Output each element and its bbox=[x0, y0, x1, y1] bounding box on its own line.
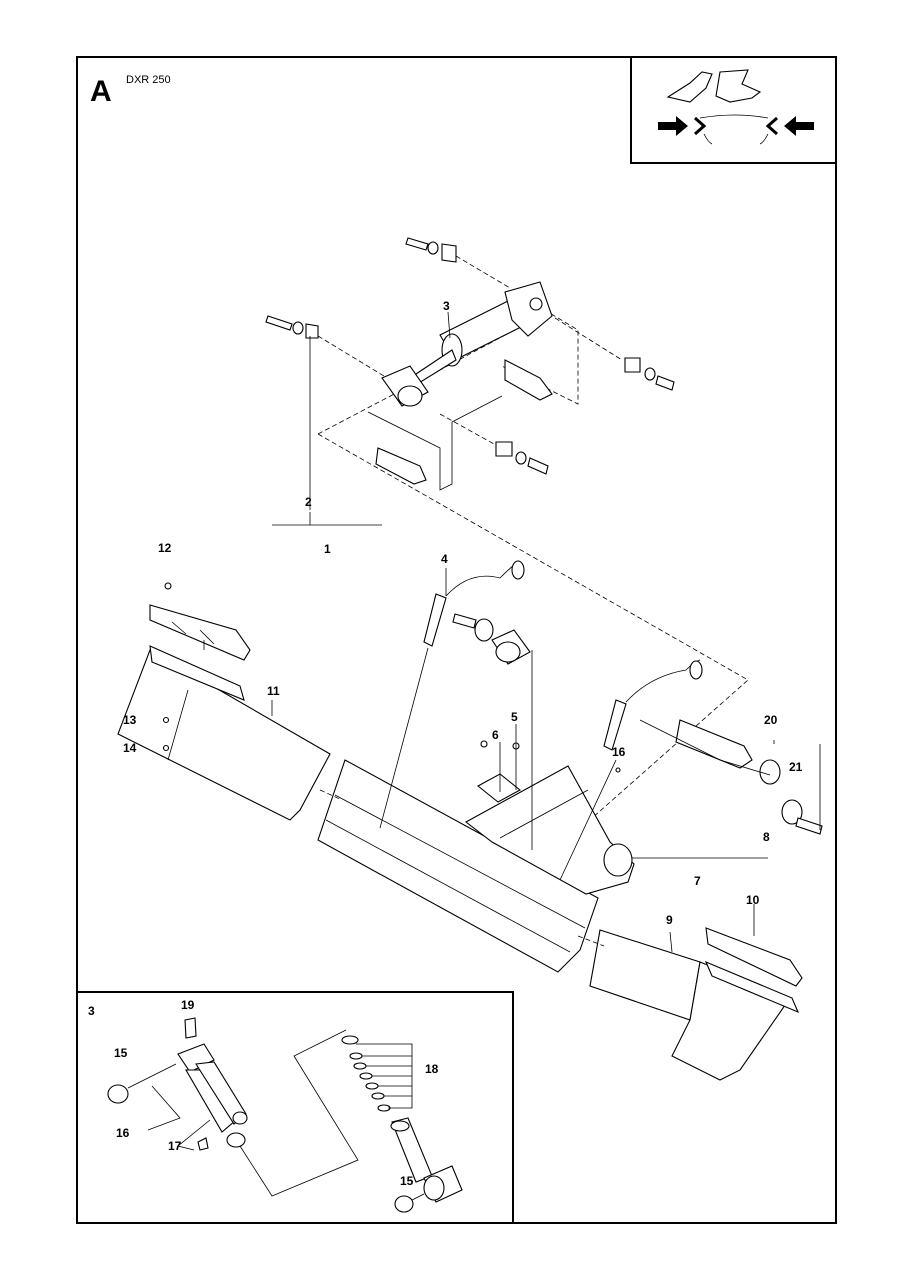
inset-callout-18: 18 bbox=[425, 1062, 439, 1076]
model-name: DXR 250 bbox=[126, 74, 171, 86]
callout-3: 3 bbox=[443, 299, 450, 313]
callout-11: 11 bbox=[267, 684, 280, 698]
orientation-inset-frame bbox=[630, 56, 837, 164]
press-arrows-icon bbox=[658, 116, 814, 145]
detail-inset-frame bbox=[76, 991, 514, 1224]
inset-callout-16: 16 bbox=[116, 1126, 130, 1140]
callout-8: 8 bbox=[763, 830, 770, 844]
inset-callout-15b: 15 bbox=[400, 1174, 414, 1188]
section-letter: A bbox=[90, 75, 112, 108]
callout-20: 20 bbox=[764, 713, 778, 727]
callout-labels: 1 2 3 4 5 6 7 8 9 10 11 12 13 14 16 20 2… bbox=[114, 299, 803, 1188]
machine-orientation-icon bbox=[666, 69, 769, 119]
callout-21: 21 bbox=[789, 760, 803, 774]
hydraulic-cylinder-assembly bbox=[265, 237, 749, 851]
callout-5: 5 bbox=[511, 710, 518, 724]
callout-4: 4 bbox=[441, 552, 448, 566]
callout-7: 7 bbox=[694, 874, 701, 888]
callout-14: 14 bbox=[123, 741, 137, 755]
inset-callout-17: 17 bbox=[168, 1139, 182, 1153]
blade-assembly bbox=[117, 560, 823, 1081]
detail-inset-3: 3 bbox=[88, 1004, 463, 1213]
callout-10: 10 bbox=[746, 893, 760, 907]
inset-number: 3 bbox=[88, 1004, 95, 1018]
callout-6: 6 bbox=[492, 728, 499, 742]
callout-9: 9 bbox=[666, 913, 673, 927]
callout-13: 13 bbox=[123, 713, 137, 727]
callout-16: 16 bbox=[612, 745, 626, 759]
callout-1: 1 bbox=[324, 542, 331, 556]
callout-12: 12 bbox=[158, 541, 172, 555]
inset-callout-15a: 15 bbox=[114, 1046, 128, 1060]
inset-callout-19: 19 bbox=[181, 998, 195, 1012]
callout-2: 2 bbox=[305, 495, 312, 509]
